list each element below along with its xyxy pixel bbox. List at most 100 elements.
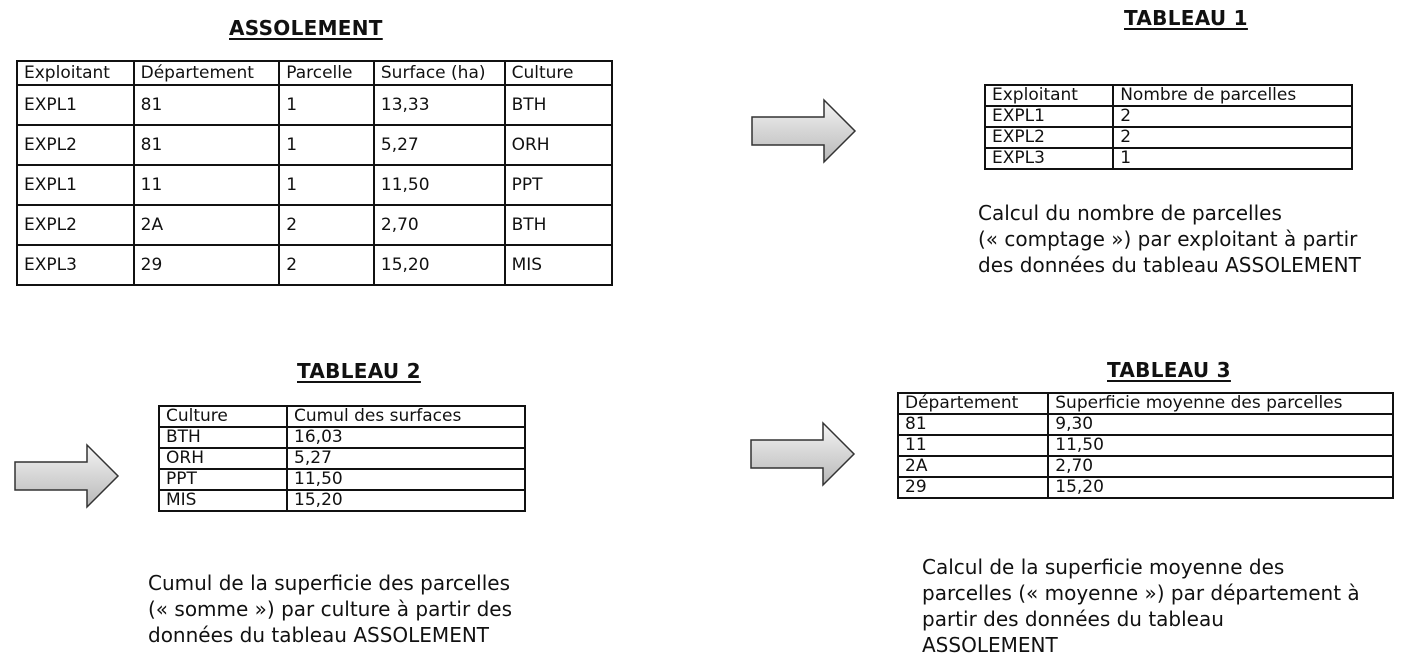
caption-line: ASSOLEMENT: [922, 633, 1058, 657]
table-cell: 81: [132, 84, 281, 126]
table-cell: 1: [278, 164, 375, 206]
table-cell: 5,27: [286, 447, 526, 470]
table-cell: EXPL3: [16, 244, 135, 286]
table-cell: ORH: [157, 447, 289, 470]
table-cell: 15,20: [1047, 476, 1394, 499]
table-cell: 13,33: [372, 84, 506, 126]
table-cell: 2,70: [1047, 455, 1394, 478]
table-cell: 11,50: [372, 164, 506, 206]
table-cell: BTH: [503, 204, 614, 246]
table-cell: 11,50: [1047, 434, 1394, 457]
table-cell: 2,70: [372, 204, 506, 246]
tableau1-table: Exploitant Nombre de parcelles EXPL1 2 E…: [983, 84, 1353, 170]
table-row: 2A 2,70: [896, 455, 1394, 478]
table-cell: 2A: [896, 455, 1050, 478]
table-cell: 29: [896, 476, 1050, 499]
header-cell: Culture: [157, 405, 289, 428]
tableau1-caption: Calcul du nombre de parcelles (« comptag…: [978, 200, 1361, 278]
table-row: 81 9,30: [896, 413, 1394, 436]
table-row: 11 11,50: [896, 434, 1394, 457]
table-header-row: Exploitant Département Parcelle Surface …: [16, 60, 614, 86]
header-cell: Département: [132, 60, 281, 86]
table-cell: 1: [1112, 147, 1353, 170]
right-arrow-icon: [14, 443, 120, 509]
table-row: MIS 15,20: [157, 489, 526, 512]
table-cell: 5,27: [372, 124, 506, 166]
header-cell: Parcelle: [278, 60, 375, 86]
right-arrow-icon: [750, 421, 856, 487]
table-cell: EXPL2: [16, 204, 135, 246]
table-cell: ORH: [503, 124, 614, 166]
caption-line: Calcul de la superficie moyenne des: [922, 555, 1285, 579]
caption-line: des données du tableau ASSOLEMENT: [978, 253, 1361, 277]
tableau2-title: TABLEAU 2: [297, 359, 421, 383]
table-cell: 2: [278, 244, 375, 286]
table-cell: 15,20: [372, 244, 506, 286]
tableau3-title: TABLEAU 3: [1107, 358, 1231, 382]
table-row: ORH 5,27: [157, 447, 526, 470]
table-cell: 81: [132, 124, 281, 166]
table-row: EXPL2 2: [983, 126, 1353, 149]
caption-line: données du tableau ASSOLEMENT: [148, 623, 490, 647]
table-cell: 1: [278, 84, 375, 126]
table-cell: 2A: [132, 204, 281, 246]
table-cell: EXPL1: [983, 105, 1115, 128]
header-cell: Exploitant: [16, 60, 135, 86]
table-row: EXPL2 2A 2 2,70 BTH: [16, 204, 614, 246]
caption-line: Calcul du nombre de parcelles: [978, 201, 1282, 225]
tableau2-caption: Cumul de la superficie des parcelles (« …: [148, 570, 512, 648]
assolement-table: Exploitant Département Parcelle Surface …: [16, 60, 614, 286]
right-arrow-icon: [751, 98, 857, 164]
table-header-row: Exploitant Nombre de parcelles: [983, 84, 1353, 107]
tableau2-table: Culture Cumul des surfaces BTH 16,03 ORH…: [157, 405, 526, 512]
table-row: PPT 11,50: [157, 468, 526, 491]
header-cell: Département: [896, 392, 1050, 415]
table-cell: PPT: [157, 468, 289, 491]
table-header-row: Culture Cumul des surfaces: [157, 405, 526, 428]
table-cell: EXPL2: [16, 124, 135, 166]
caption-line: parcelles (« moyenne ») par département …: [922, 581, 1360, 605]
header-cell: Surface (ha): [372, 60, 506, 86]
tableau1-title: TABLEAU 1: [1124, 6, 1248, 30]
header-cell: Exploitant: [983, 84, 1115, 107]
table-cell: 16,03: [286, 426, 526, 449]
table-cell: EXPL3: [983, 147, 1115, 170]
table-cell: 11: [896, 434, 1050, 457]
table-cell: 11: [132, 164, 281, 206]
table-cell: 11,50: [286, 468, 526, 491]
table-cell: 2: [278, 204, 375, 246]
table-row: EXPL1 81 1 13,33 BTH: [16, 84, 614, 126]
table-cell: 15,20: [286, 489, 526, 512]
header-cell: Culture: [503, 60, 614, 86]
table-cell: 2: [1112, 105, 1353, 128]
table-cell: EXPL2: [983, 126, 1115, 149]
table-cell: BTH: [503, 84, 614, 126]
table-cell: 1: [278, 124, 375, 166]
header-cell: Nombre de parcelles: [1112, 84, 1353, 107]
table-cell: 29: [132, 244, 281, 286]
table-cell: 9,30: [1047, 413, 1394, 436]
table-cell: BTH: [157, 426, 289, 449]
table-row: EXPL2 81 1 5,27 ORH: [16, 124, 614, 166]
caption-line: partir des données du tableau: [922, 607, 1224, 631]
header-cell: Superficie moyenne des parcelles: [1047, 392, 1394, 415]
table-row: BTH 16,03: [157, 426, 526, 449]
assolement-title: ASSOLEMENT: [229, 16, 383, 40]
table-row: EXPL3 1: [983, 147, 1353, 170]
header-cell: Cumul des surfaces: [286, 405, 526, 428]
caption-line: Cumul de la superficie des parcelles: [148, 571, 511, 595]
table-cell: PPT: [503, 164, 614, 206]
caption-line: (« somme ») par culture à partir des: [148, 597, 512, 621]
table-row: EXPL1 11 1 11,50 PPT: [16, 164, 614, 206]
table-row: EXPL3 29 2 15,20 MIS: [16, 244, 614, 286]
table-cell: 2: [1112, 126, 1353, 149]
table-row: EXPL1 2: [983, 105, 1353, 128]
table-cell: 81: [896, 413, 1050, 436]
table-cell: MIS: [503, 244, 614, 286]
table-cell: EXPL1: [16, 84, 135, 126]
tableau3-table: Département Superficie moyenne des parce…: [896, 392, 1394, 499]
caption-line: (« comptage ») par exploitant à partir: [978, 227, 1358, 251]
table-header-row: Département Superficie moyenne des parce…: [896, 392, 1394, 415]
table-row: 29 15,20: [896, 476, 1394, 499]
table-cell: EXPL1: [16, 164, 135, 206]
